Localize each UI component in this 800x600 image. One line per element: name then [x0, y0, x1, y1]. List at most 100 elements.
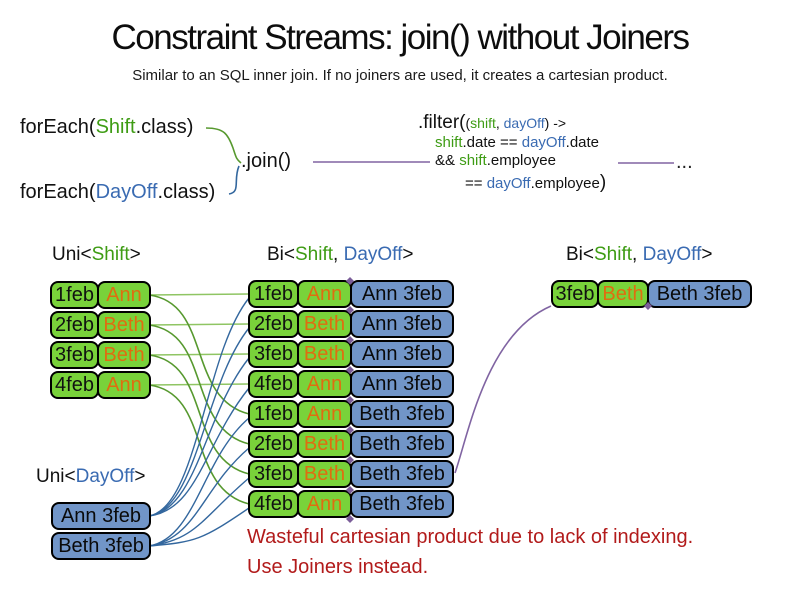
shift-type-text: Shift	[91, 244, 130, 265]
cell-name: Ann	[297, 400, 352, 428]
shift-link-curve	[148, 324, 250, 445]
code-text: .employee	[486, 152, 556, 169]
cell-date: 2feb	[248, 430, 299, 458]
cell-name: Beth	[97, 341, 151, 369]
dayoff-to-join-line	[228, 165, 240, 195]
cell-name: Beth	[297, 340, 352, 368]
warning-line-1: Wasteful cartesian product due to lack o…	[247, 526, 694, 548]
filter-line-3: && shift.employee	[435, 152, 606, 170]
cell-pair: Ann 3feb	[51, 502, 151, 530]
code-text: forEach(	[20, 116, 96, 138]
cell-date: 4feb	[248, 490, 299, 518]
code-text: forEach(	[20, 181, 96, 203]
shift-arg-text: shift	[470, 115, 496, 131]
cell-date: 2feb	[50, 311, 99, 339]
header-text: Uni<	[52, 244, 92, 265]
dayoff-type-text: DayOff	[343, 244, 403, 265]
dayoff-link-curve	[148, 387, 250, 517]
cell-pair: Ann 3feb	[350, 310, 454, 338]
cell-date: 1feb	[248, 400, 299, 428]
shift-type-text: Shift	[594, 244, 633, 265]
code-foreach-dayoff: forEach(DayOff.class)	[20, 181, 215, 204]
dayoff-class-text: DayOff	[95, 181, 158, 203]
cell-name: Ann	[97, 281, 151, 309]
header-uni-dayoff: Uni<DayOff>	[36, 466, 146, 488]
cell-pair: Beth 3feb	[350, 460, 454, 488]
table-row: Ann 3feb	[51, 502, 151, 530]
table-row: Beth 3feb	[51, 532, 151, 560]
dayoff-link-curve	[148, 507, 250, 547]
code-text: .class)	[157, 181, 216, 203]
filter-line-1: .filter((shift, dayOff) ->	[418, 112, 606, 134]
code-text: ,	[495, 115, 504, 131]
code-text: .date	[565, 134, 600, 151]
shift-link-curve	[148, 294, 250, 415]
cell-pair: Ann 3feb	[350, 340, 454, 368]
cell-date: 3feb	[50, 341, 99, 369]
dayoff-arg-text: dayOff	[521, 134, 566, 151]
cell-date: 3feb	[551, 280, 599, 308]
cell-date: 3feb	[248, 340, 299, 368]
warning-text: Wasteful cartesian product due to lack o…	[247, 522, 693, 582]
cell-name: Ann	[97, 371, 151, 399]
shift-link-curve	[148, 384, 250, 505]
dayoff-link-curve	[148, 327, 250, 517]
cell-date: 1feb	[248, 280, 299, 308]
shift-link	[148, 323, 250, 326]
cell-date: 4feb	[50, 371, 99, 399]
cell-pair: Ann 3feb	[350, 280, 454, 308]
dayoff-link-curve	[148, 447, 250, 547]
shift-link-curve	[148, 354, 250, 475]
shift-arg-text: shift	[459, 152, 487, 169]
header-text: >	[701, 244, 713, 265]
filter-line-4: == dayOff.employee)	[465, 172, 607, 193]
shift-link	[148, 353, 250, 356]
shift-arg-text: shift	[435, 134, 463, 151]
matching-pair-line	[454, 305, 552, 474]
cell-name: Beth	[97, 311, 151, 339]
cell-pair: Beth 3feb	[350, 430, 454, 458]
code-text: )	[599, 172, 607, 193]
header-text: Bi<	[566, 244, 594, 265]
cell-name: Ann	[297, 490, 352, 518]
shift-to-join-line	[205, 127, 242, 164]
page-subtitle: Similar to an SQL inner join. If no join…	[132, 67, 668, 84]
code-text: .class)	[135, 116, 194, 138]
header-text: >	[129, 244, 141, 265]
filter-line-2: shift.date == dayOff.date	[435, 134, 606, 152]
cell-date: 1feb	[50, 281, 99, 309]
dayoff-type-text: DayOff	[642, 244, 702, 265]
cell-name: Beth	[297, 310, 352, 338]
header-text: Bi<	[267, 244, 295, 265]
code-text: ==	[465, 175, 487, 192]
dayoff-link-curve	[148, 417, 250, 547]
header-bi-middle: Bi<Shift, DayOff>	[267, 244, 413, 266]
code-text: (	[465, 115, 471, 131]
code-text: ) ->	[544, 115, 567, 131]
cell-pair: Beth 3feb	[51, 532, 151, 560]
dayoff-link-curve	[148, 297, 250, 517]
code-text: .date ==	[462, 134, 522, 151]
cell-pair: Beth 3feb	[647, 280, 752, 308]
cell-pair: Beth 3feb	[350, 400, 454, 428]
header-text: ,	[632, 244, 643, 265]
dayoff-arg-text: dayOff	[503, 115, 545, 131]
code-filter: .filter((shift, dayOff) -> shift.date ==…	[418, 112, 606, 193]
header-text: >	[402, 244, 414, 265]
cell-name: Beth	[297, 460, 352, 488]
